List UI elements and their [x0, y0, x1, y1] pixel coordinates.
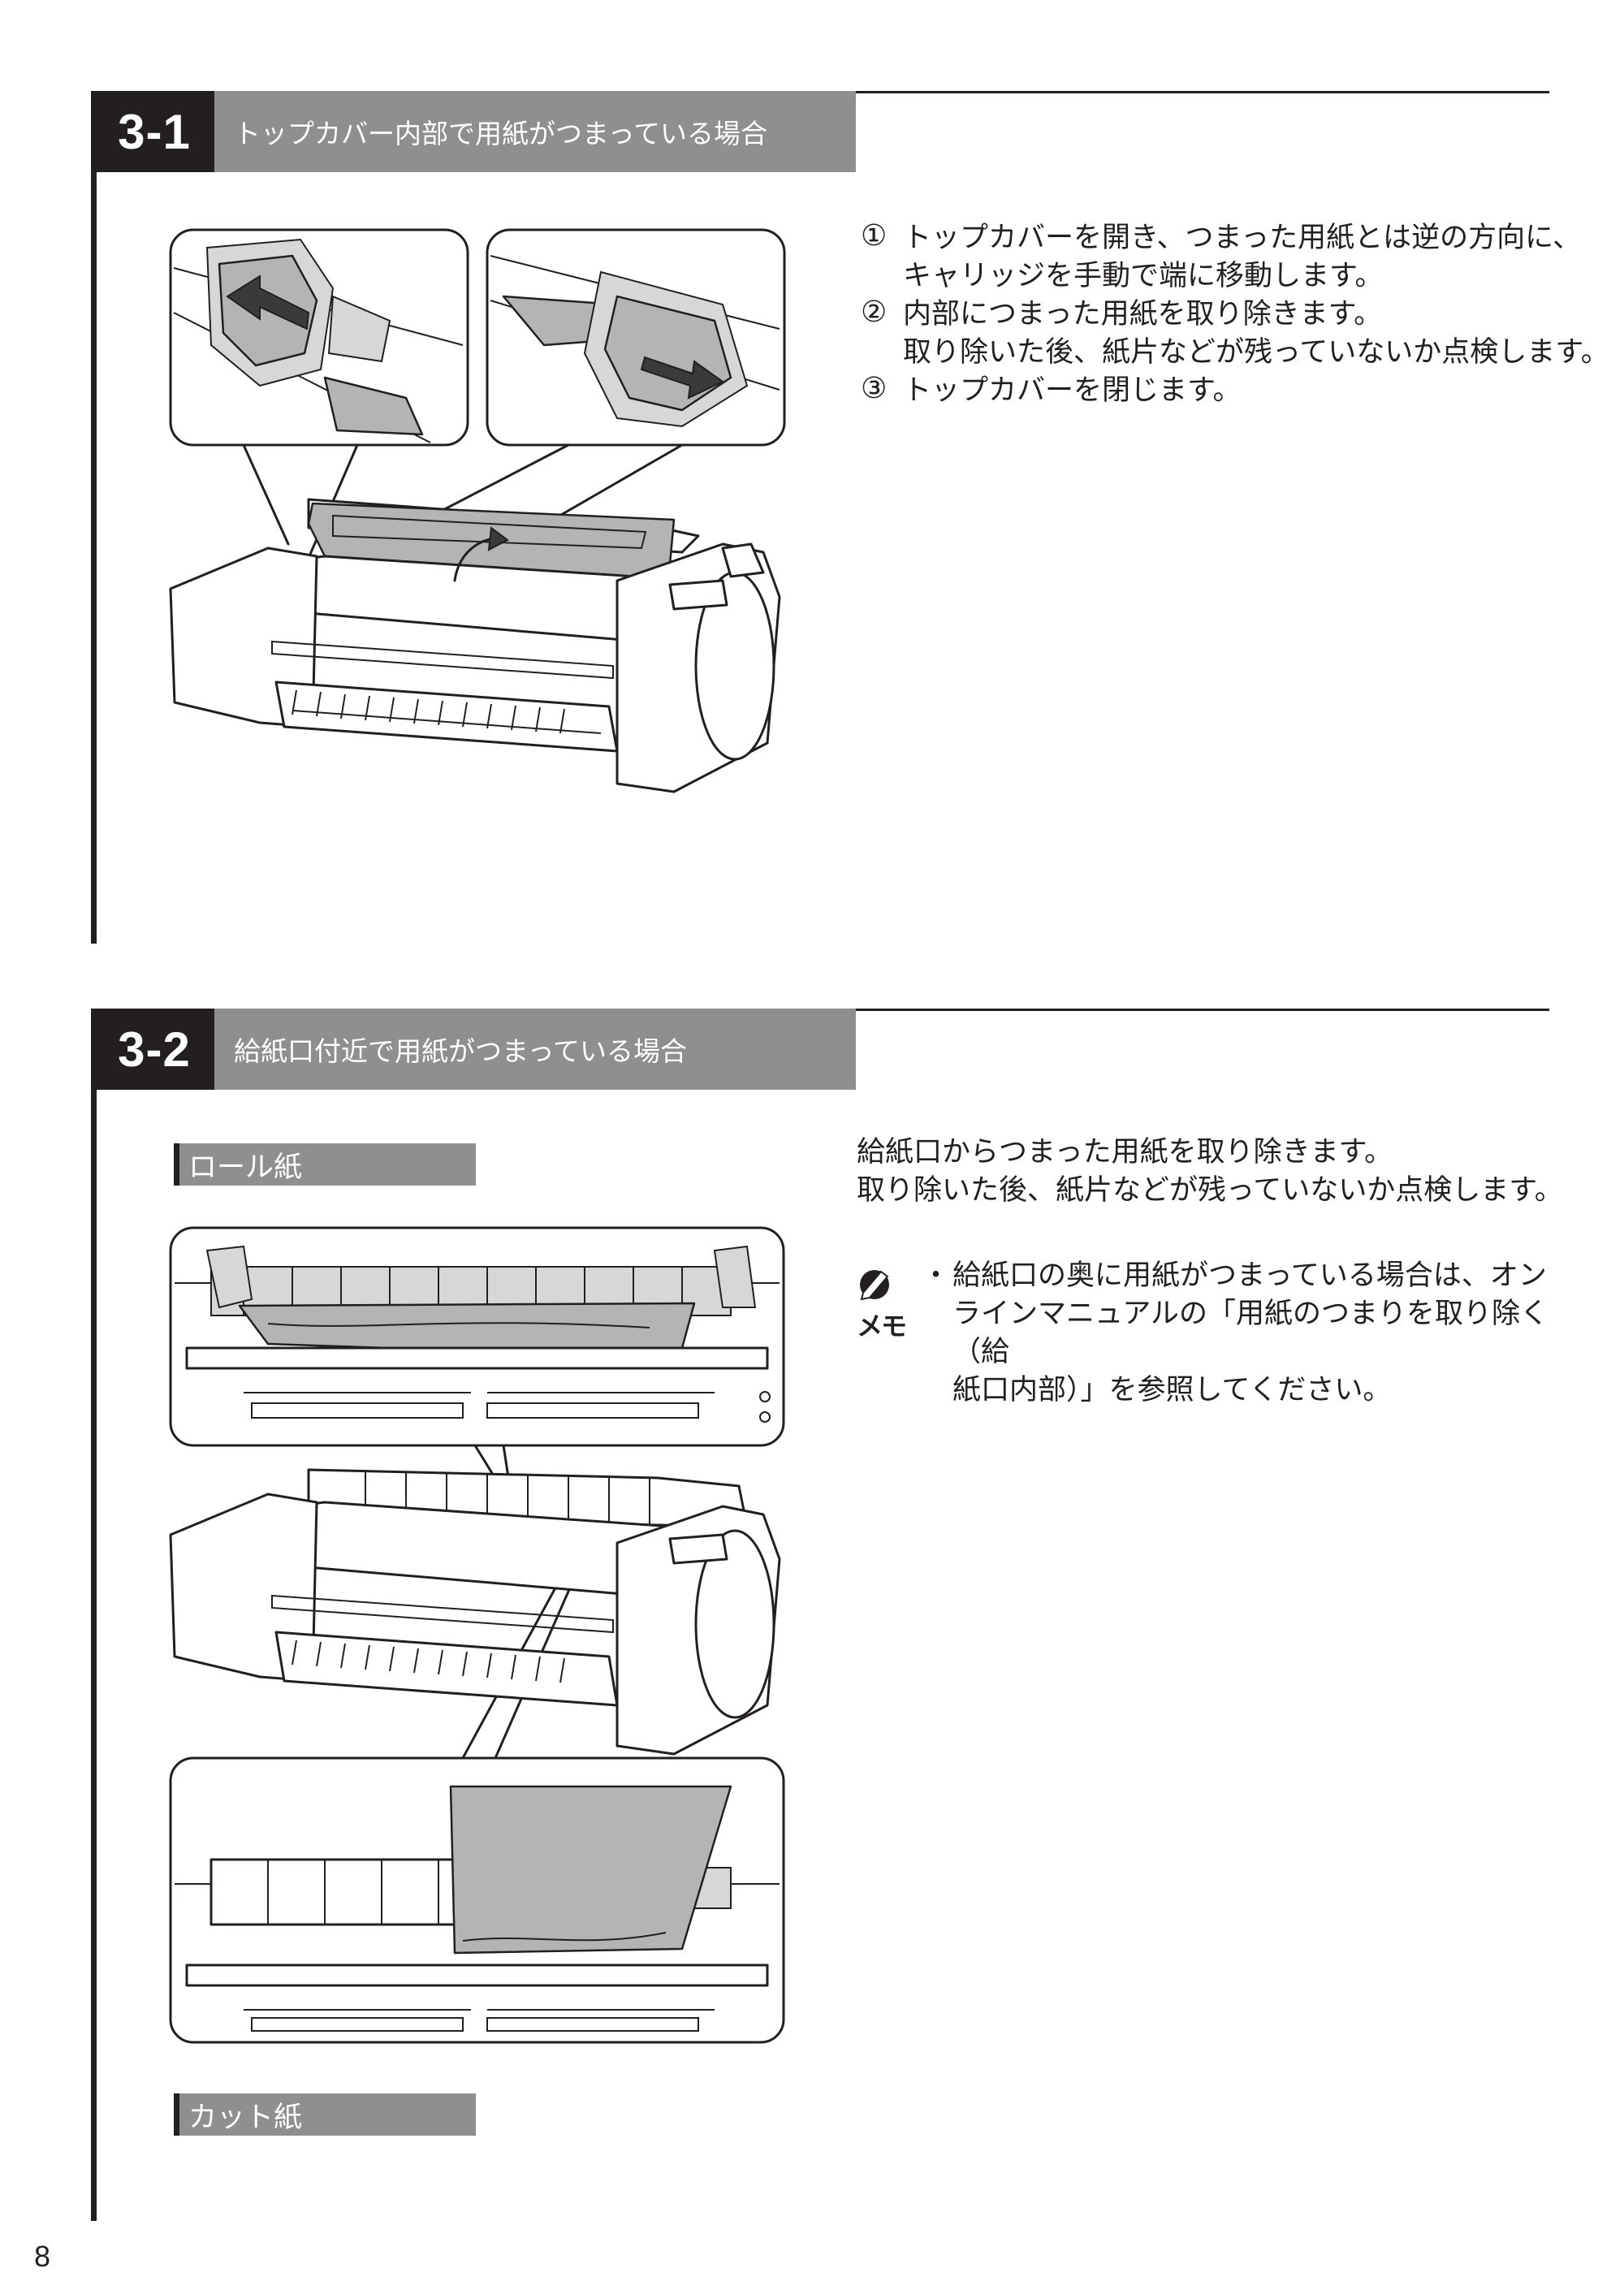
section-1-left-bar [91, 91, 97, 944]
memo-block: メモ ・ 給紙口の奥に用紙がつまっている場合は、オン ラインマニュアルの「用紙の… [857, 1257, 1555, 1406]
step-2-number: ② [861, 296, 888, 329]
step-3: ③ トップカバーを閉じます。 [861, 372, 1242, 410]
printer-top-cover-open [169, 498, 781, 793]
step-2: ② 内部につまった用紙を取り除きます。 取り除いた後、紙片などが残っていないか点… [861, 296, 1609, 372]
section-1-illustration [169, 228, 786, 793]
page-number: 8 [34, 2240, 51, 2273]
section-2-title: 給紙口付近で用紙がつまっている場合 [214, 1009, 856, 1090]
subhead-cut-sheet-label: カット紙 [188, 2101, 303, 2134]
memo-label: メモ [857, 1311, 907, 1341]
section-2-number: 3-2 [94, 1009, 214, 1090]
subhead-cut-sheet: カット紙 [174, 2093, 476, 2136]
section-1-title: トップカバー内部で用紙がつまっている場合 [214, 91, 856, 172]
step-1-number: ① [861, 219, 888, 253]
memo-bullet: ・ [922, 1259, 951, 1292]
step-1-line-1: トップカバーを開き、つまった用紙とは逆の方向に、 [903, 222, 1582, 254]
section-2-instruction-line-2: 取り除いた後、紙片などが残っていないか点検します。 [857, 1174, 1563, 1207]
section-2-left-bar [91, 1009, 97, 2221]
step-3-text: トップカバーを閉じます。 [903, 372, 1242, 410]
memo-text: 給紙口の奥に用紙がつまっている場合は、オン ラインマニュアルの「用紙のつまりを取… [952, 1257, 1555, 1410]
pencil-memo-icon [860, 1270, 889, 1301]
step-2-line-1: 内部につまった用紙を取り除きます。 [903, 298, 1383, 330]
memo-line-2: ラインマニュアルの「用紙のつまりを取り除く（給 [952, 1298, 1548, 1368]
step-1-line-2: キャリッジを手動で端に移動します。 [903, 260, 1384, 292]
callout-2-detail [490, 255, 780, 428]
step-3-line-1: トップカバーを閉じます。 [903, 374, 1242, 407]
section-1-number: 3-1 [94, 91, 214, 172]
roll-feed-detail [175, 1245, 780, 1423]
step-2-line-2: 取り除いた後、紙片などが残っていないか点検します。 [903, 336, 1609, 369]
step-3-number: ③ [861, 372, 888, 405]
subhead-roll-paper: ロール紙 [174, 1143, 476, 1186]
section-2-illustration [169, 1226, 785, 2044]
step-2-text: 内部につまった用紙を取り除きます。 取り除いた後、紙片などが残っていないか点検し… [903, 296, 1609, 372]
step-1-text: トップカバーを開き、つまった用紙とは逆の方向に、 キャリッジを手動で端に移動しま… [903, 219, 1581, 296]
memo-line-1: 給紙口の奥に用紙がつまっている場合は、オン [952, 1259, 1547, 1292]
subhead-roll-paper-label: ロール紙 [188, 1151, 303, 1184]
section-2-instruction: 給紙口からつまった用紙を取り除きます。 取り除いた後、紙片などが残っていないか点… [857, 1134, 1563, 1210]
roll-feed-removal-detail [175, 1785, 780, 2032]
callout-1-detail [173, 238, 464, 443]
step-1: ① トップカバーを開き、つまった用紙とは逆の方向に、 キャリッジを手動で端に移動… [861, 219, 1581, 296]
printer-roll-feed [169, 1468, 781, 1756]
section-2-instruction-line-1: 給紙口からつまった用紙を取り除きます。 [857, 1136, 1393, 1169]
memo-line-3: 紙口内部）」を参照してください。 [952, 1374, 1392, 1406]
